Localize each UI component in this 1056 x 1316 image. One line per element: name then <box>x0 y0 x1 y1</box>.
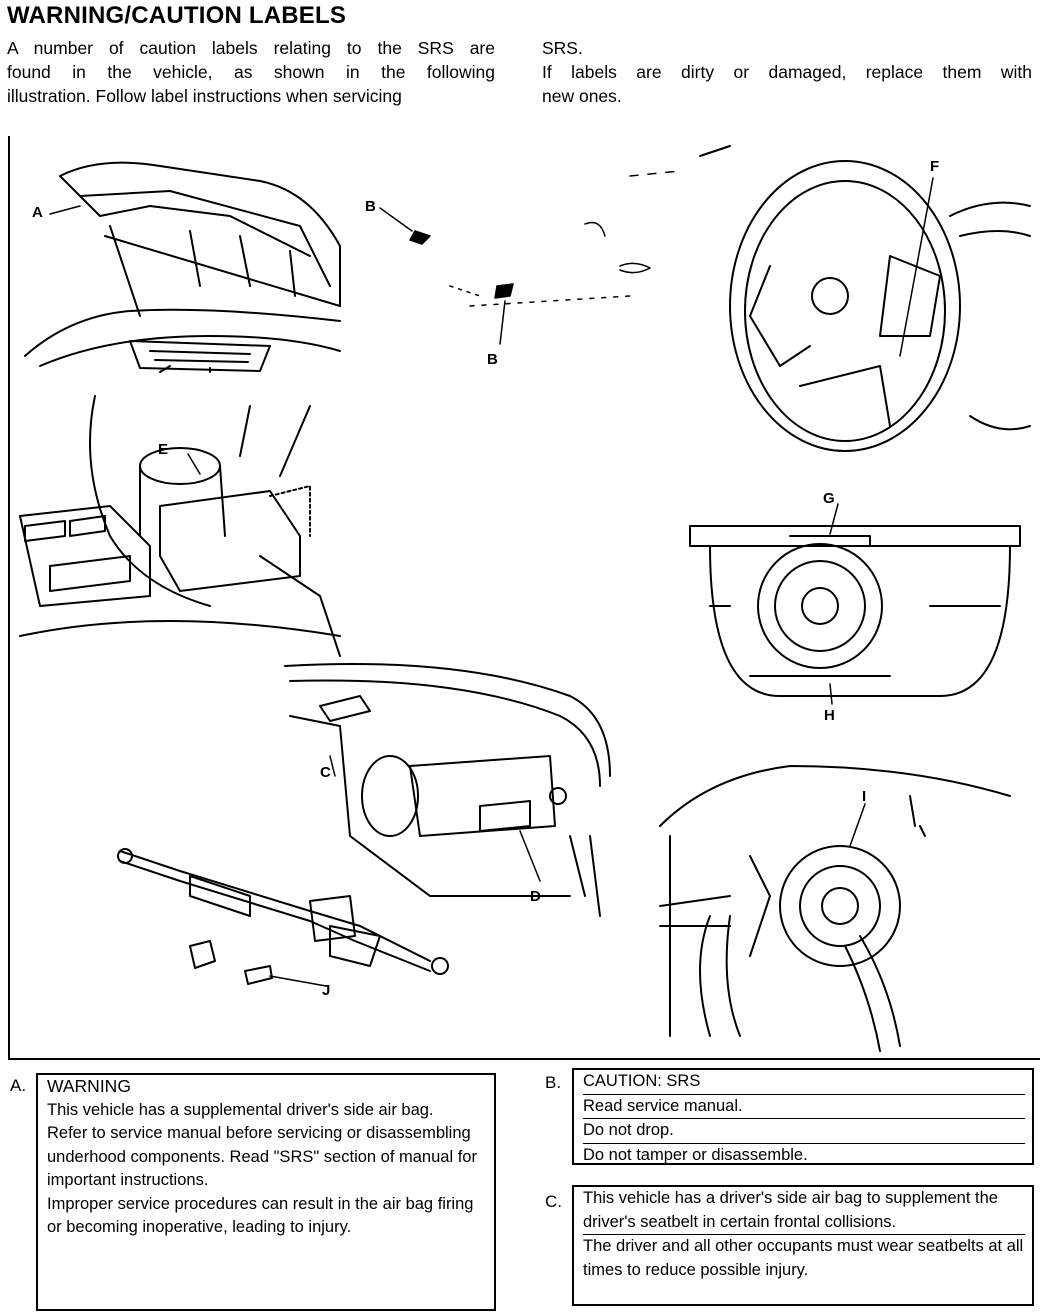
callout-j: J <box>322 982 331 999</box>
intro-line: new ones. <box>542 86 622 106</box>
callout-i: I <box>862 788 867 805</box>
label-location-illustration: A B B C D E F G H I J <box>8 136 1040 1060</box>
intro-left-column: A number of caution labels relating to t… <box>7 36 495 108</box>
callout-b-lower: B <box>487 351 498 368</box>
steering-column-parts-drawing <box>409 170 681 307</box>
callout-h: H <box>824 707 835 724</box>
label-c-row: The driver and all other occupants must … <box>583 1234 1025 1282</box>
intro-line: found in the vehicle, as shown in the fo… <box>7 62 495 82</box>
label-b-row: Do not drop. <box>583 1119 1025 1144</box>
dashboard-drawing <box>284 663 611 917</box>
label-b-header: CAUTION: SRS <box>583 1070 1025 1095</box>
label-a-paragraph: Improper service procedures can result i… <box>47 1194 474 1237</box>
label-b-row: Read service manual. <box>583 1095 1025 1119</box>
callout-b-upper: B <box>365 198 376 215</box>
illustration-drawing <box>19 145 1031 1052</box>
callout-g: G <box>823 490 835 507</box>
label-c-letter: C. <box>545 1192 562 1211</box>
intro-right-column: SRS. If labels are dirty or damaged, rep… <box>542 36 1032 108</box>
steering-pad-drawing <box>689 525 1021 697</box>
label-a-box: WARNING This vehicle has a supplemental … <box>36 1073 496 1311</box>
label-a-paragraph: This vehicle has a supplemental driver's… <box>47 1100 434 1119</box>
label-c-row: This vehicle has a driver's side air bag… <box>583 1189 998 1231</box>
label-b-box: CAUTION: SRS Read service manual. Do not… <box>572 1068 1034 1165</box>
callout-f: F <box>930 158 940 175</box>
label-b-letter: B. <box>545 1073 562 1092</box>
steering-gear-drawing <box>117 848 449 985</box>
label-a-paragraph: Refer to service manual before servicing… <box>47 1124 477 1189</box>
label-c-box: This vehicle has a driver's side air bag… <box>572 1185 1034 1306</box>
page-title: WARNING/CAUTION LABELS <box>7 2 347 29</box>
label-b-row: Do not tamper or disassemble. <box>583 1145 808 1164</box>
callout-e: E <box>158 441 169 458</box>
intro-line: illustration. Follow label instructions … <box>7 86 402 106</box>
steering-wheel-drawing <box>699 145 1031 452</box>
callout-leader-lines <box>49 177 934 987</box>
column-switch-drawing <box>19 395 341 657</box>
clock-spring-drawing <box>659 765 1011 1052</box>
callout-d: D <box>530 888 541 905</box>
intro-line: A number of caution labels relating to t… <box>7 38 495 58</box>
intro-line: SRS. <box>542 38 583 58</box>
label-a-header: WARNING <box>47 1076 131 1096</box>
label-a-letter: A. <box>10 1076 27 1095</box>
hood-drawing <box>24 161 341 373</box>
callout-c: C <box>320 764 331 781</box>
intro-line: If labels are dirty or damaged, replace … <box>542 62 1032 82</box>
callout-a: A <box>32 204 43 221</box>
